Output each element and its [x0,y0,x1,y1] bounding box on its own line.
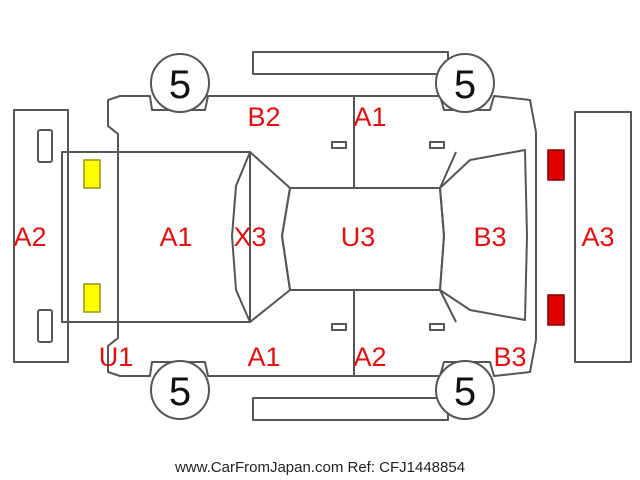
c-pillar-bottom [439,289,457,323]
label-roof: U3 [341,222,376,252]
label-left-rear-door: A2 [353,342,386,372]
body-outline [61,95,537,377]
tire-bottom-right-number: 5 [454,370,476,414]
tire-top-left: 5 [150,53,210,113]
label-windshield: X3 [233,222,266,252]
label-rear-window: B3 [473,222,506,252]
bottom-rocker-strip [252,397,449,421]
tire-top-right-number: 5 [454,63,476,107]
taillight-top-icon [547,149,565,181]
door-handle-bottom-left [331,323,347,331]
label-hood: A1 [159,222,192,252]
taillight-bottom-icon [547,294,565,326]
tire-bottom-left: 5 [150,360,210,420]
footer-reference: www.CarFromJapan.com Ref: CFJ1448854 [174,459,465,476]
rear-bumper-outline [574,111,632,363]
front-bumper-outline [13,109,69,363]
label-right-rear-door: A1 [353,102,386,132]
top-rocker-strip [252,51,449,75]
label-front-left-fender: U1 [99,342,134,372]
label-front-bumper: A2 [13,222,46,252]
tire-top-right: 5 [435,53,495,113]
label-rear-bumper: A3 [581,222,614,252]
door-handle-top-left [331,141,347,149]
tire-bottom-right: 5 [435,360,495,420]
front-bumper-slot-bottom [37,309,53,343]
c-pillar-top [439,151,457,189]
front-bumper-slot-top [37,129,53,163]
headlight-top-icon [83,159,101,189]
tire-bottom-left-number: 5 [169,370,191,414]
label-left-rear-quarter: B3 [493,342,526,372]
label-left-front-door: A1 [247,342,280,372]
door-handle-top-right [429,141,445,149]
tire-top-left-number: 5 [169,63,191,107]
rear-window-outline [439,149,528,321]
headlight-bottom-icon [83,283,101,313]
label-right-front-door: B2 [247,102,280,132]
door-handle-bottom-right [429,323,445,331]
